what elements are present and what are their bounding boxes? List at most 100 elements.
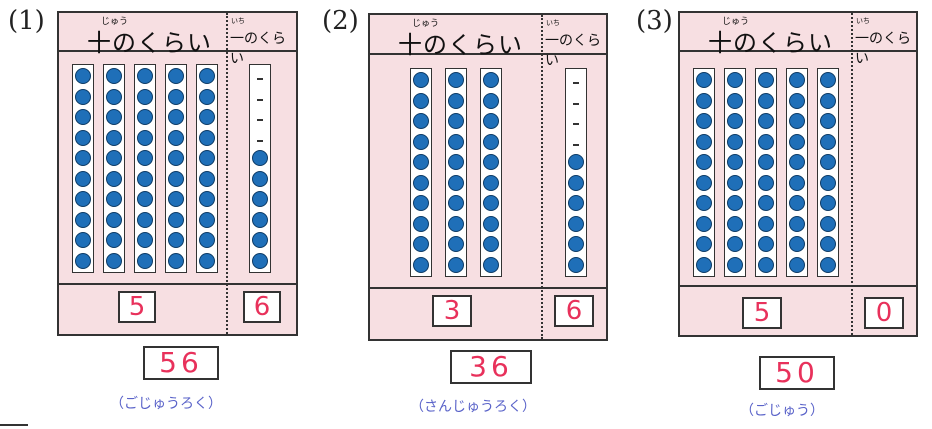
bead	[696, 133, 712, 150]
stick	[165, 64, 187, 273]
bead	[727, 174, 743, 191]
ones-digit-box[interactable]: 0	[864, 297, 904, 329]
bead	[696, 256, 712, 273]
bead	[820, 195, 836, 211]
bead	[483, 174, 499, 191]
bead	[483, 72, 499, 88]
bead	[789, 236, 805, 252]
bead	[820, 72, 836, 88]
bead	[168, 129, 184, 146]
bead	[820, 154, 836, 170]
empty-slot	[573, 143, 579, 146]
bead	[696, 154, 712, 170]
bead	[199, 129, 215, 146]
bead	[568, 256, 584, 273]
bead	[137, 88, 153, 105]
bead	[820, 174, 836, 191]
bead	[199, 252, 215, 269]
ones-digit-box[interactable]: 6	[554, 295, 594, 327]
bead	[696, 174, 712, 191]
bead	[75, 109, 91, 125]
answer-box[interactable]: 50	[759, 356, 835, 390]
bead	[483, 154, 499, 170]
bead	[483, 236, 499, 252]
bead	[483, 256, 499, 273]
tens-digit-box[interactable]: 5	[118, 291, 156, 323]
bead	[75, 68, 91, 84]
bead	[413, 215, 429, 232]
bead	[106, 88, 122, 105]
empty-slot	[257, 98, 263, 101]
bead	[413, 256, 429, 273]
bead	[413, 174, 429, 191]
bead	[199, 170, 215, 187]
bead	[727, 256, 743, 273]
ones-ruby: いち	[856, 17, 870, 25]
bead	[199, 211, 215, 228]
bead	[789, 154, 805, 170]
stick	[480, 68, 502, 277]
bead	[75, 252, 91, 269]
bead	[483, 195, 499, 211]
ones-digit-box[interactable]: 6	[243, 291, 281, 323]
bead	[820, 133, 836, 150]
bead	[448, 236, 464, 252]
answer-box[interactable]: 36	[450, 350, 532, 384]
bead	[727, 236, 743, 252]
stick	[693, 68, 715, 277]
answer-box[interactable]: 56	[143, 346, 219, 380]
ones-ruby: いち	[231, 17, 245, 25]
stick	[724, 68, 746, 277]
bead	[413, 113, 429, 129]
bead	[448, 113, 464, 129]
stick	[103, 64, 125, 273]
bead	[483, 92, 499, 109]
stick	[72, 64, 94, 273]
tens-ruby: じゅう	[101, 17, 129, 27]
bead	[727, 92, 743, 109]
bead	[75, 191, 91, 207]
bead	[168, 170, 184, 187]
bead	[413, 133, 429, 150]
corner-mark	[0, 424, 28, 426]
bead	[199, 68, 215, 84]
bead	[448, 154, 464, 170]
empty-slot	[257, 139, 263, 142]
bead	[696, 236, 712, 252]
bead	[483, 113, 499, 129]
bead	[168, 88, 184, 105]
bead	[568, 195, 584, 211]
ones-place-label: 一のくらい	[545, 33, 601, 69]
bead	[75, 129, 91, 146]
bead	[789, 174, 805, 191]
bead	[413, 236, 429, 252]
bead	[106, 232, 122, 248]
bead	[758, 92, 774, 109]
bead	[75, 232, 91, 248]
bead	[789, 256, 805, 273]
bead	[106, 170, 122, 187]
stick	[786, 68, 808, 277]
place-value-card: じゅう 十のくらい いち 一のくらい 5 6	[57, 11, 298, 336]
place-value-card: じゅう 十のくらい いち 一のくらい 5 0	[678, 11, 918, 337]
stick	[410, 68, 432, 277]
bead	[448, 92, 464, 109]
empty-slot	[257, 119, 263, 121]
bead	[199, 191, 215, 207]
tens-digit-box[interactable]: 5	[742, 297, 782, 329]
stick	[249, 64, 271, 273]
bead	[789, 133, 805, 150]
bead	[252, 170, 268, 187]
bead	[199, 232, 215, 248]
bead	[483, 133, 499, 150]
bead	[758, 72, 774, 88]
bead	[758, 195, 774, 211]
tens-digit-box[interactable]: 3	[432, 295, 472, 327]
bead	[696, 72, 712, 88]
bead	[568, 215, 584, 232]
bead	[696, 215, 712, 232]
bead	[168, 232, 184, 248]
bead	[448, 195, 464, 211]
